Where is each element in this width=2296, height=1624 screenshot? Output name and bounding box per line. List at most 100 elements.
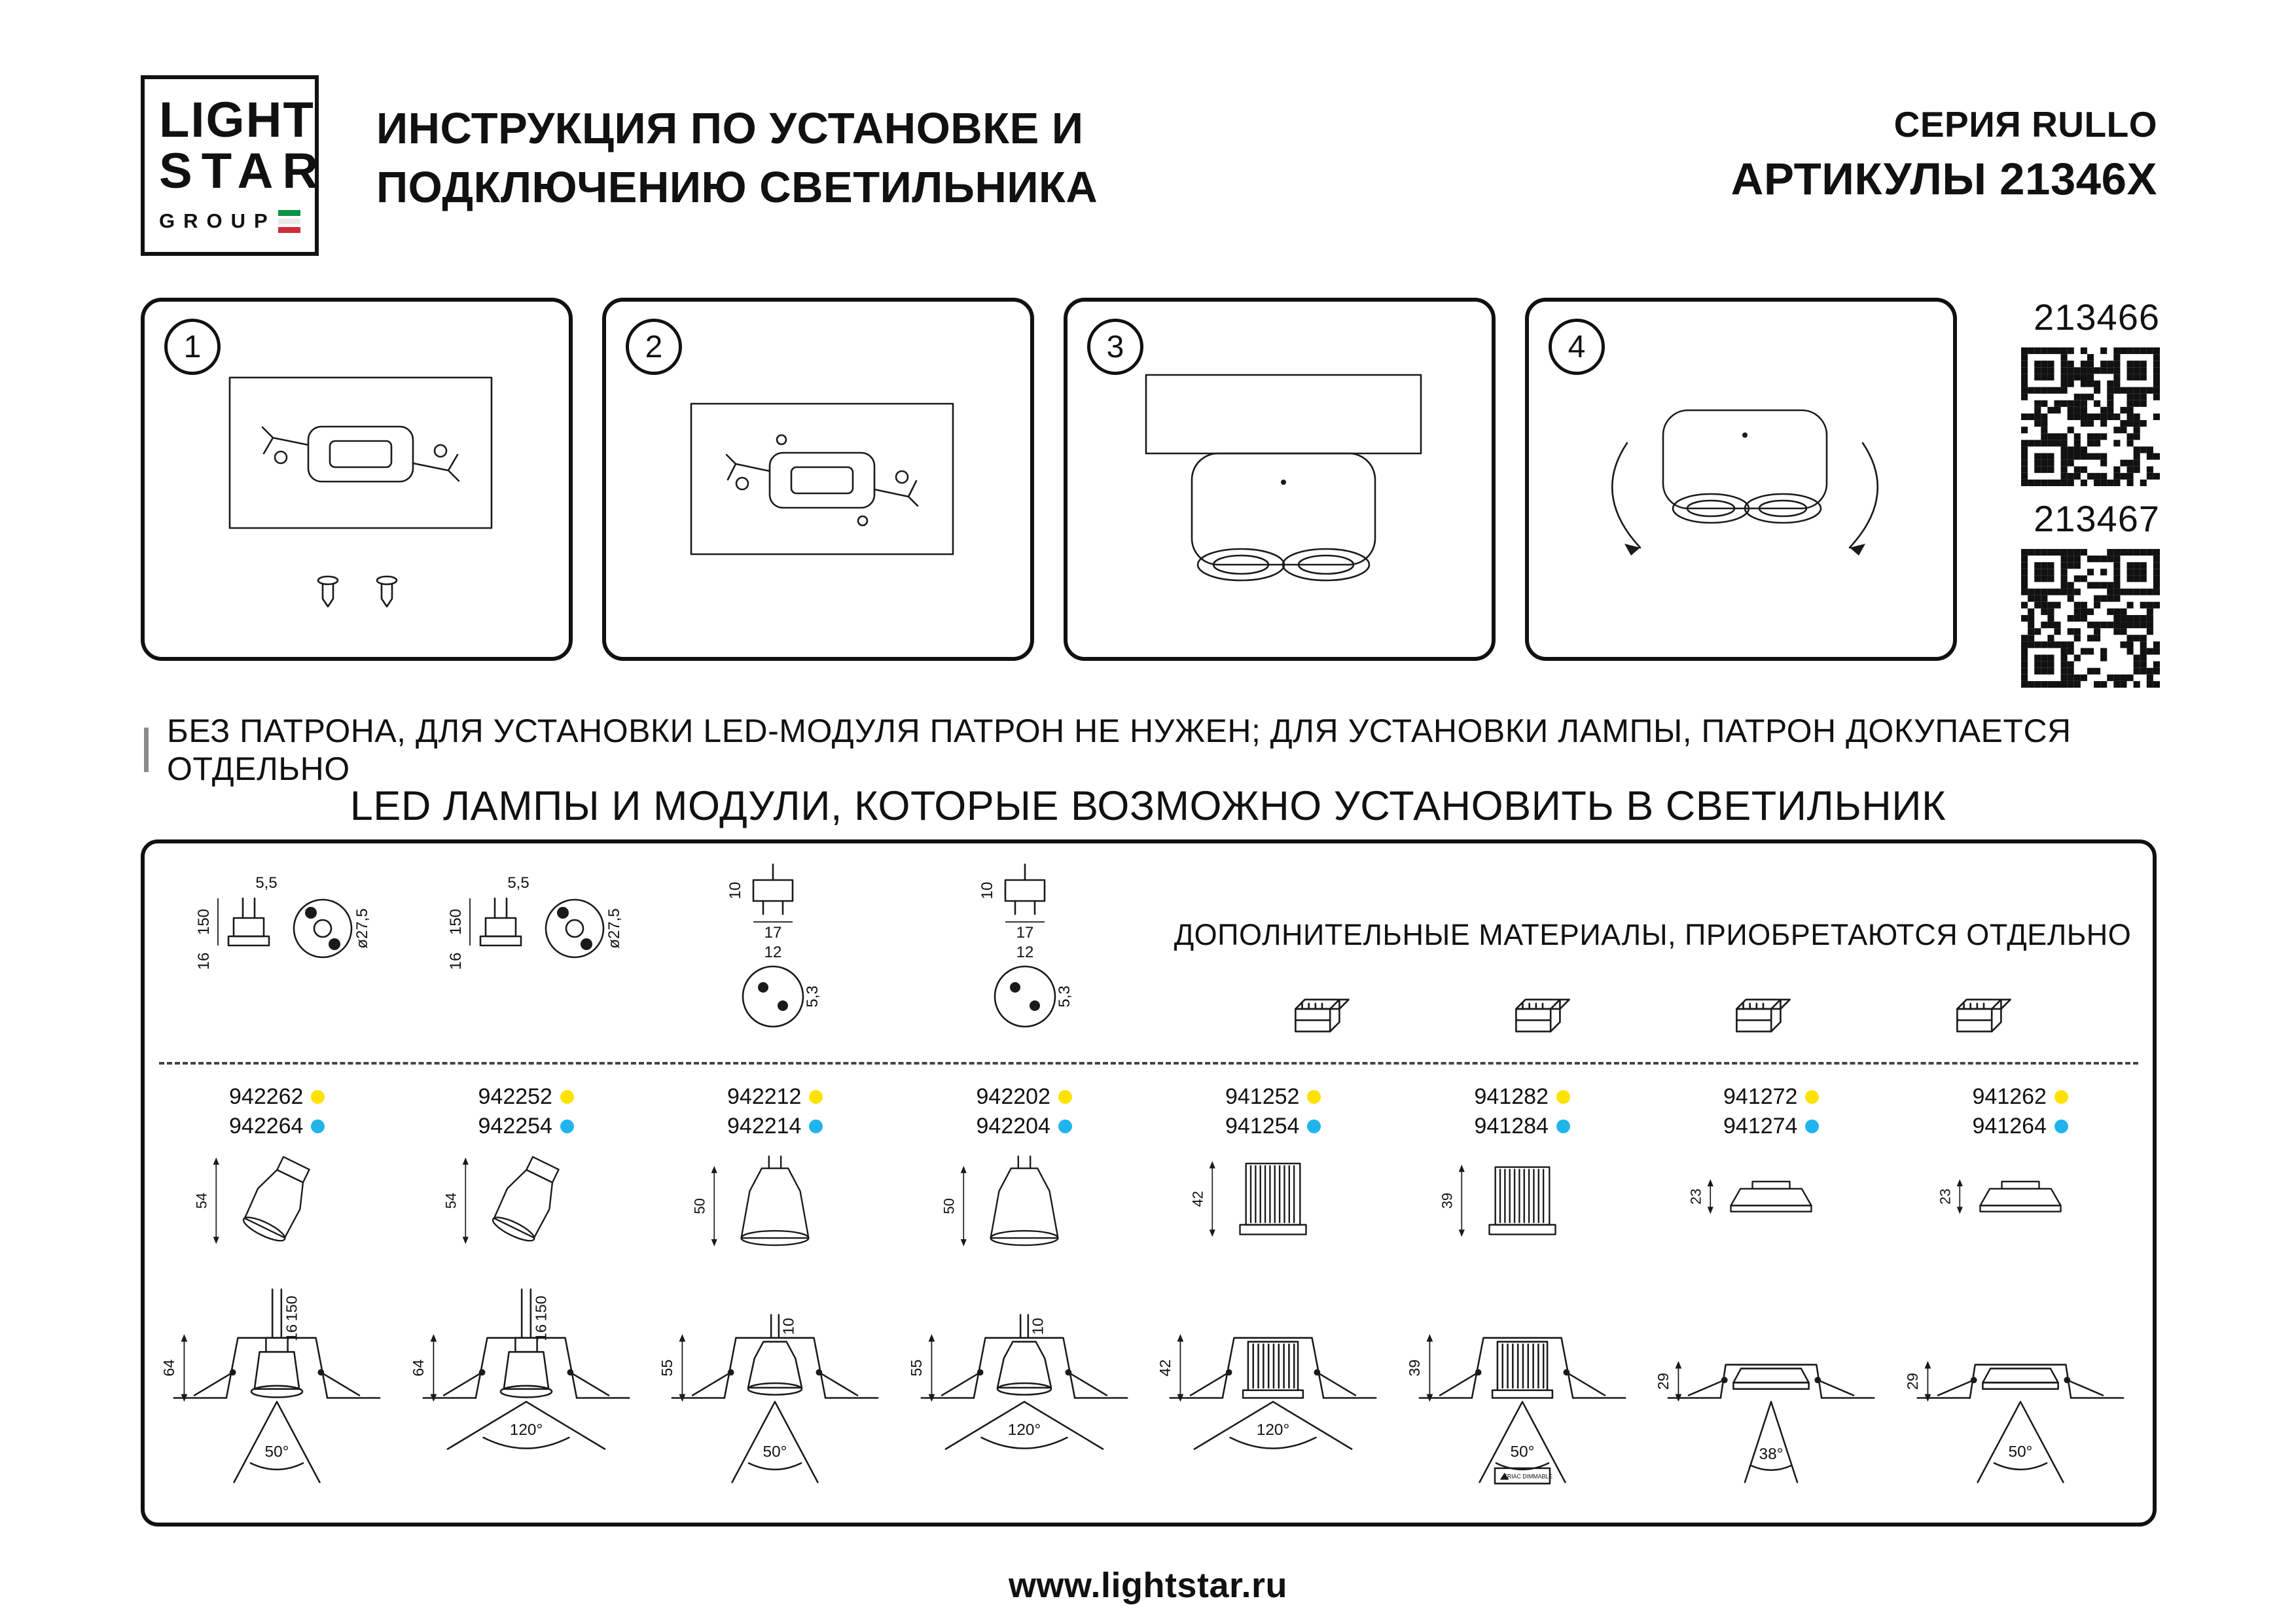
accessories-zone: ДОПОЛНИТЕЛЬНЫЕ МАТЕРИАЛЫ, ПРИОБРЕТАЮТСЯ … xyxy=(1166,855,2140,1051)
beam-angle-label: 120° xyxy=(1257,1421,1289,1439)
step-number-badge: 2 xyxy=(626,319,682,375)
accessories-note: ДОПОЛНИТЕЛЬНЫЕ МАТЕРИАЛЫ, ПРИОБРЕТАЮТСЯ … xyxy=(1174,918,2132,951)
mr16-base-svg: 10 17 12 5,3 xyxy=(726,863,821,1028)
step-panel-3: 3 xyxy=(1064,298,1496,661)
lamp-column-942252: 942252 942254 54 150 16 xyxy=(402,1074,651,1519)
dim-label: 42 xyxy=(1157,1360,1174,1377)
gu10-base-drawing: 5,5 150 16 ø27,5 xyxy=(397,855,649,1051)
dim-label: 17 xyxy=(764,924,782,942)
articles-code: АРТИКУЛЫ 21346X xyxy=(1731,154,2157,204)
cool-color-dot xyxy=(560,1120,574,1133)
lamp-profile-drawing: 23 xyxy=(1937,1179,2062,1214)
install-drawing: 150 16 50° 64 xyxy=(160,1288,381,1483)
lamp-profile-drawing: 50 xyxy=(941,1156,1059,1246)
cool-color-dot xyxy=(1556,1120,1570,1133)
italy-flag-icon xyxy=(278,210,300,234)
article-code: 942212 xyxy=(727,1084,802,1109)
dim-label: 10 xyxy=(978,882,996,900)
article-code: 942204 xyxy=(976,1114,1050,1139)
cool-color-dot xyxy=(311,1120,325,1133)
warm-color-dot xyxy=(809,1090,823,1104)
section-title: LED ЛАМПЫ И МОДУЛИ, КОТОРЫЕ ВОЗМОЖНО УСТ… xyxy=(350,783,1946,829)
connector-icon xyxy=(1735,998,1791,1033)
article-list: 941272 941274 xyxy=(1723,1080,1820,1143)
lamp-column-942212: 942212 942214 50 10 xyxy=(651,1074,900,1519)
note-accent-bar xyxy=(144,728,149,772)
cool-color-dot xyxy=(1058,1120,1072,1133)
step-number: 2 xyxy=(645,329,663,364)
article-number: 213467 xyxy=(2034,498,2160,539)
triac-label: TRIAC DIMMABLE xyxy=(1503,1474,1552,1480)
dim-label: 17 xyxy=(1016,924,1034,942)
lamp-bases-row: 5,5 150 16 ø27,5 5,5 150 xyxy=(145,855,2153,1059)
warm-color-dot xyxy=(311,1090,325,1104)
cool-color-dot xyxy=(2054,1120,2068,1133)
beam-angle-label: 50° xyxy=(763,1443,787,1460)
install-drawing: 38° 29 xyxy=(1655,1360,1875,1483)
qr-code xyxy=(2021,347,2160,486)
dim-label: 10 xyxy=(780,1318,797,1335)
dim-label: 16 xyxy=(283,1324,300,1341)
dim-label: 23 xyxy=(1688,1188,1704,1205)
mr16-base-drawing: 10 17 12 5,3 xyxy=(901,855,1153,1051)
dim-label: 150 xyxy=(195,909,213,935)
dim-label: 5,5 xyxy=(507,874,529,892)
qr-block-213466: 213466 xyxy=(2008,296,2160,489)
gu10-base-svg: 5,5 150 16 ø27,5 xyxy=(447,874,623,970)
step-4-drawing-rotate-body xyxy=(1611,409,1879,556)
page-title: ИНСТРУКЦИЯ ПО УСТАНОВКЕ И ПОДКЛЮЧЕНИЮ СВ… xyxy=(376,99,1098,218)
qr-block-213467: 213467 xyxy=(2008,497,2160,691)
article-code: 942202 xyxy=(976,1084,1050,1109)
dim-label: 16 xyxy=(532,1324,549,1341)
connector-icon xyxy=(1515,998,1570,1033)
mr16-base-svg: 10 17 12 5,3 xyxy=(978,863,1073,1028)
beam-angle-label: 50° xyxy=(2008,1443,2032,1460)
lamp-column-941252: 941252 941254 42 120° xyxy=(1149,1074,1398,1519)
dim-label: 39 xyxy=(1406,1360,1423,1377)
lamp-profile-drawing: 42 xyxy=(1190,1161,1307,1237)
lamp-profile-drawing: 54 xyxy=(442,1156,560,1244)
modules-panel: 5,5 150 16 ø27,5 5,5 150 xyxy=(141,839,2157,1527)
mounting-bracket xyxy=(725,434,919,527)
dim-label: 150 xyxy=(532,1296,549,1321)
dim-label: 50 xyxy=(692,1198,708,1214)
article-code: 941272 xyxy=(1723,1084,1798,1109)
dim-label: 50 xyxy=(941,1198,957,1214)
article-list: 941252 941254 xyxy=(1225,1080,1321,1143)
dim-label: 29 xyxy=(1655,1373,1672,1390)
dim-label: 16 xyxy=(447,953,465,970)
dim-label: 5,3 xyxy=(804,985,821,1007)
lamp-column-942262: 942262 942264 54 150 16 xyxy=(152,1074,402,1519)
dim-label: 54 xyxy=(442,1193,459,1209)
title-line-1: ИНСТРУКЦИЯ ПО УСТАНОВКЕ И xyxy=(376,104,1084,153)
beam-angle-label: 120° xyxy=(1008,1421,1041,1439)
step-1-drawing-mounting-plate xyxy=(228,376,493,608)
article-code: 942254 xyxy=(478,1114,552,1139)
step-panel-1: 1 xyxy=(141,298,573,661)
dim-label: ø27,5 xyxy=(605,908,623,948)
lamp-column-941272: 941272 941274 23 38° xyxy=(1647,1074,1896,1519)
cool-color-dot xyxy=(1805,1120,1820,1133)
dashed-divider xyxy=(159,1062,2138,1065)
note-row: БЕЗ ПАТРОНА, ДЛЯ УСТАНОВКИ LED-МОДУЛЯ ПА… xyxy=(144,712,2147,788)
lightstar-logo: LIGHT STAR GROUP xyxy=(141,75,319,256)
beam-angle-label: 50° xyxy=(265,1443,289,1460)
step-number: 3 xyxy=(1106,329,1124,364)
lamp-profile-drawing: 39 xyxy=(1439,1165,1556,1237)
warm-color-dot xyxy=(1058,1090,1072,1104)
warm-color-dot xyxy=(560,1090,574,1104)
step-number-badge: 3 xyxy=(1087,319,1143,375)
dim-label: 150 xyxy=(283,1296,300,1321)
install-drawing: 50° 29 xyxy=(1904,1360,2125,1483)
article-code: 941264 xyxy=(1972,1114,2047,1139)
step-number-badge: 4 xyxy=(1549,319,1605,375)
gu10-base-svg: 5,5 150 16 ø27,5 xyxy=(195,874,371,970)
warm-color-dot xyxy=(1805,1090,1820,1104)
step-2-drawing-bracket-fixed xyxy=(690,402,954,556)
step-number: 4 xyxy=(1568,329,1586,364)
dim-label: 10 xyxy=(726,882,744,900)
article-code: 942214 xyxy=(727,1114,802,1139)
connector-icon xyxy=(1956,998,2011,1033)
dim-label: 55 xyxy=(658,1360,675,1377)
